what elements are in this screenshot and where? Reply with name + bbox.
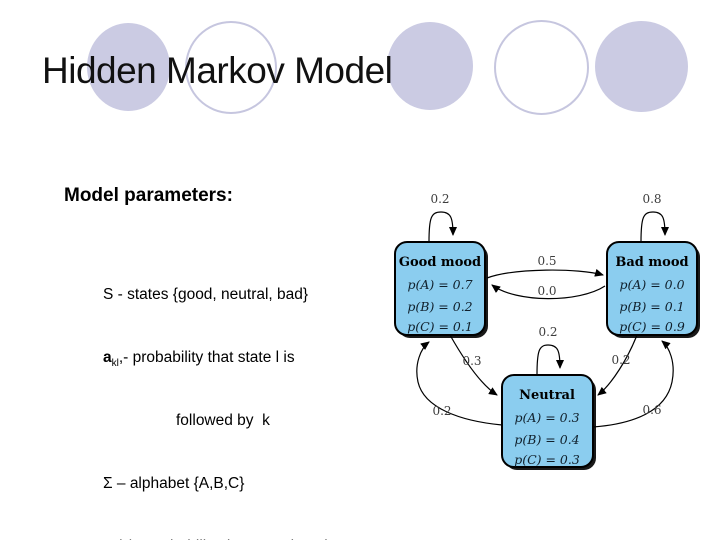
slide-title: Hidden Markov Model — [42, 50, 393, 91]
self-loop-bad-mood — [640, 211, 669, 243]
edge-bad-to-neutral — [597, 334, 638, 396]
state-bad-pC: p(C) = 0.9 — [619, 319, 685, 334]
edge-neutral-to-good-label: 0.2 — [432, 404, 451, 418]
param-line-followed-by: followed by k — [176, 412, 270, 429]
decorative-circle-outlined-2 — [494, 20, 589, 115]
edge-bad-to-neutral-label: 0.2 — [611, 353, 630, 367]
param-line-emission-prob: ek(x) –probability that state k emit — [103, 536, 403, 540]
edge-good-to-bad — [486, 268, 604, 279]
state-good-pA: p(A) = 0.7 — [407, 277, 472, 292]
param-line-states: S - states {good, neutral, bad} — [103, 286, 309, 303]
edge-neutral-to-good — [416, 341, 503, 426]
edge-neutral-to-bad — [592, 340, 674, 428]
self-loop-neutral — [536, 344, 564, 376]
state-bad-pA: p(A) = 0.0 — [619, 277, 684, 292]
model-parameters-text: S - states {good, neutral, bad} akl,- pr… — [103, 242, 403, 540]
self-loop-good-mood — [428, 211, 457, 243]
edge-good-to-neutral — [449, 334, 498, 396]
edge-good-to-neutral-label: 0.3 — [462, 354, 481, 368]
param-line-alphabet: Σ – alphabet {A,B,C} — [103, 475, 245, 492]
self-loop-good-label: 0.2 — [430, 192, 449, 206]
edge-neutral-to-bad-label: 0.6 — [642, 403, 661, 417]
decorative-circle-filled-3 — [595, 21, 688, 112]
state-good-pB: p(B) = 0.2 — [407, 299, 472, 314]
state-neutral-pC: p(C) = 0.3 — [514, 452, 580, 467]
state-neutral-name: Neutral — [519, 388, 575, 403]
state-neutral-pB: p(B) = 0.4 — [514, 432, 579, 447]
edge-good-to-bad-label: 0.5 — [537, 254, 556, 268]
state-bad-mood: Bad mood p(A) = 0.0 p(B) = 0.1 p(C) = 0.… — [606, 241, 700, 338]
state-bad-name: Bad mood — [615, 255, 688, 270]
state-bad-box — [606, 241, 698, 336]
self-loop-neutral-label: 0.2 — [538, 325, 557, 339]
state-neutral-pA: p(A) = 0.3 — [514, 410, 579, 425]
state-bad-pB: p(B) = 0.1 — [619, 299, 684, 314]
section-heading: Model parameters: — [64, 185, 233, 206]
state-neutral: Neutral p(A) = 0.3 p(B) = 0.4 p(C) = 0.3 — [501, 374, 596, 470]
edge-bad-to-good-label: 0.0 — [537, 284, 556, 298]
decorative-circle-outlined-1 — [185, 21, 277, 114]
hmm-state-diagram: 0.2 0.8 0.2 0.5 0.0 0.3 0.2 0.2 0.6 Good… — [394, 192, 700, 470]
decorative-circle-filled-1 — [87, 23, 170, 111]
state-good-box — [394, 241, 486, 336]
state-good-pC: p(C) = 0.1 — [407, 319, 473, 334]
param-line-transition-prob: akl,- probability that state l is — [103, 349, 295, 370]
state-good-mood: Good mood p(A) = 0.7 p(B) = 0.2 p(C) = 0… — [394, 241, 488, 338]
self-loop-bad-label: 0.8 — [642, 192, 661, 206]
edge-bad-to-good — [491, 284, 606, 300]
state-good-name: Good mood — [399, 255, 481, 270]
decorative-circle-filled-2 — [387, 22, 473, 110]
state-neutral-box — [501, 374, 594, 468]
